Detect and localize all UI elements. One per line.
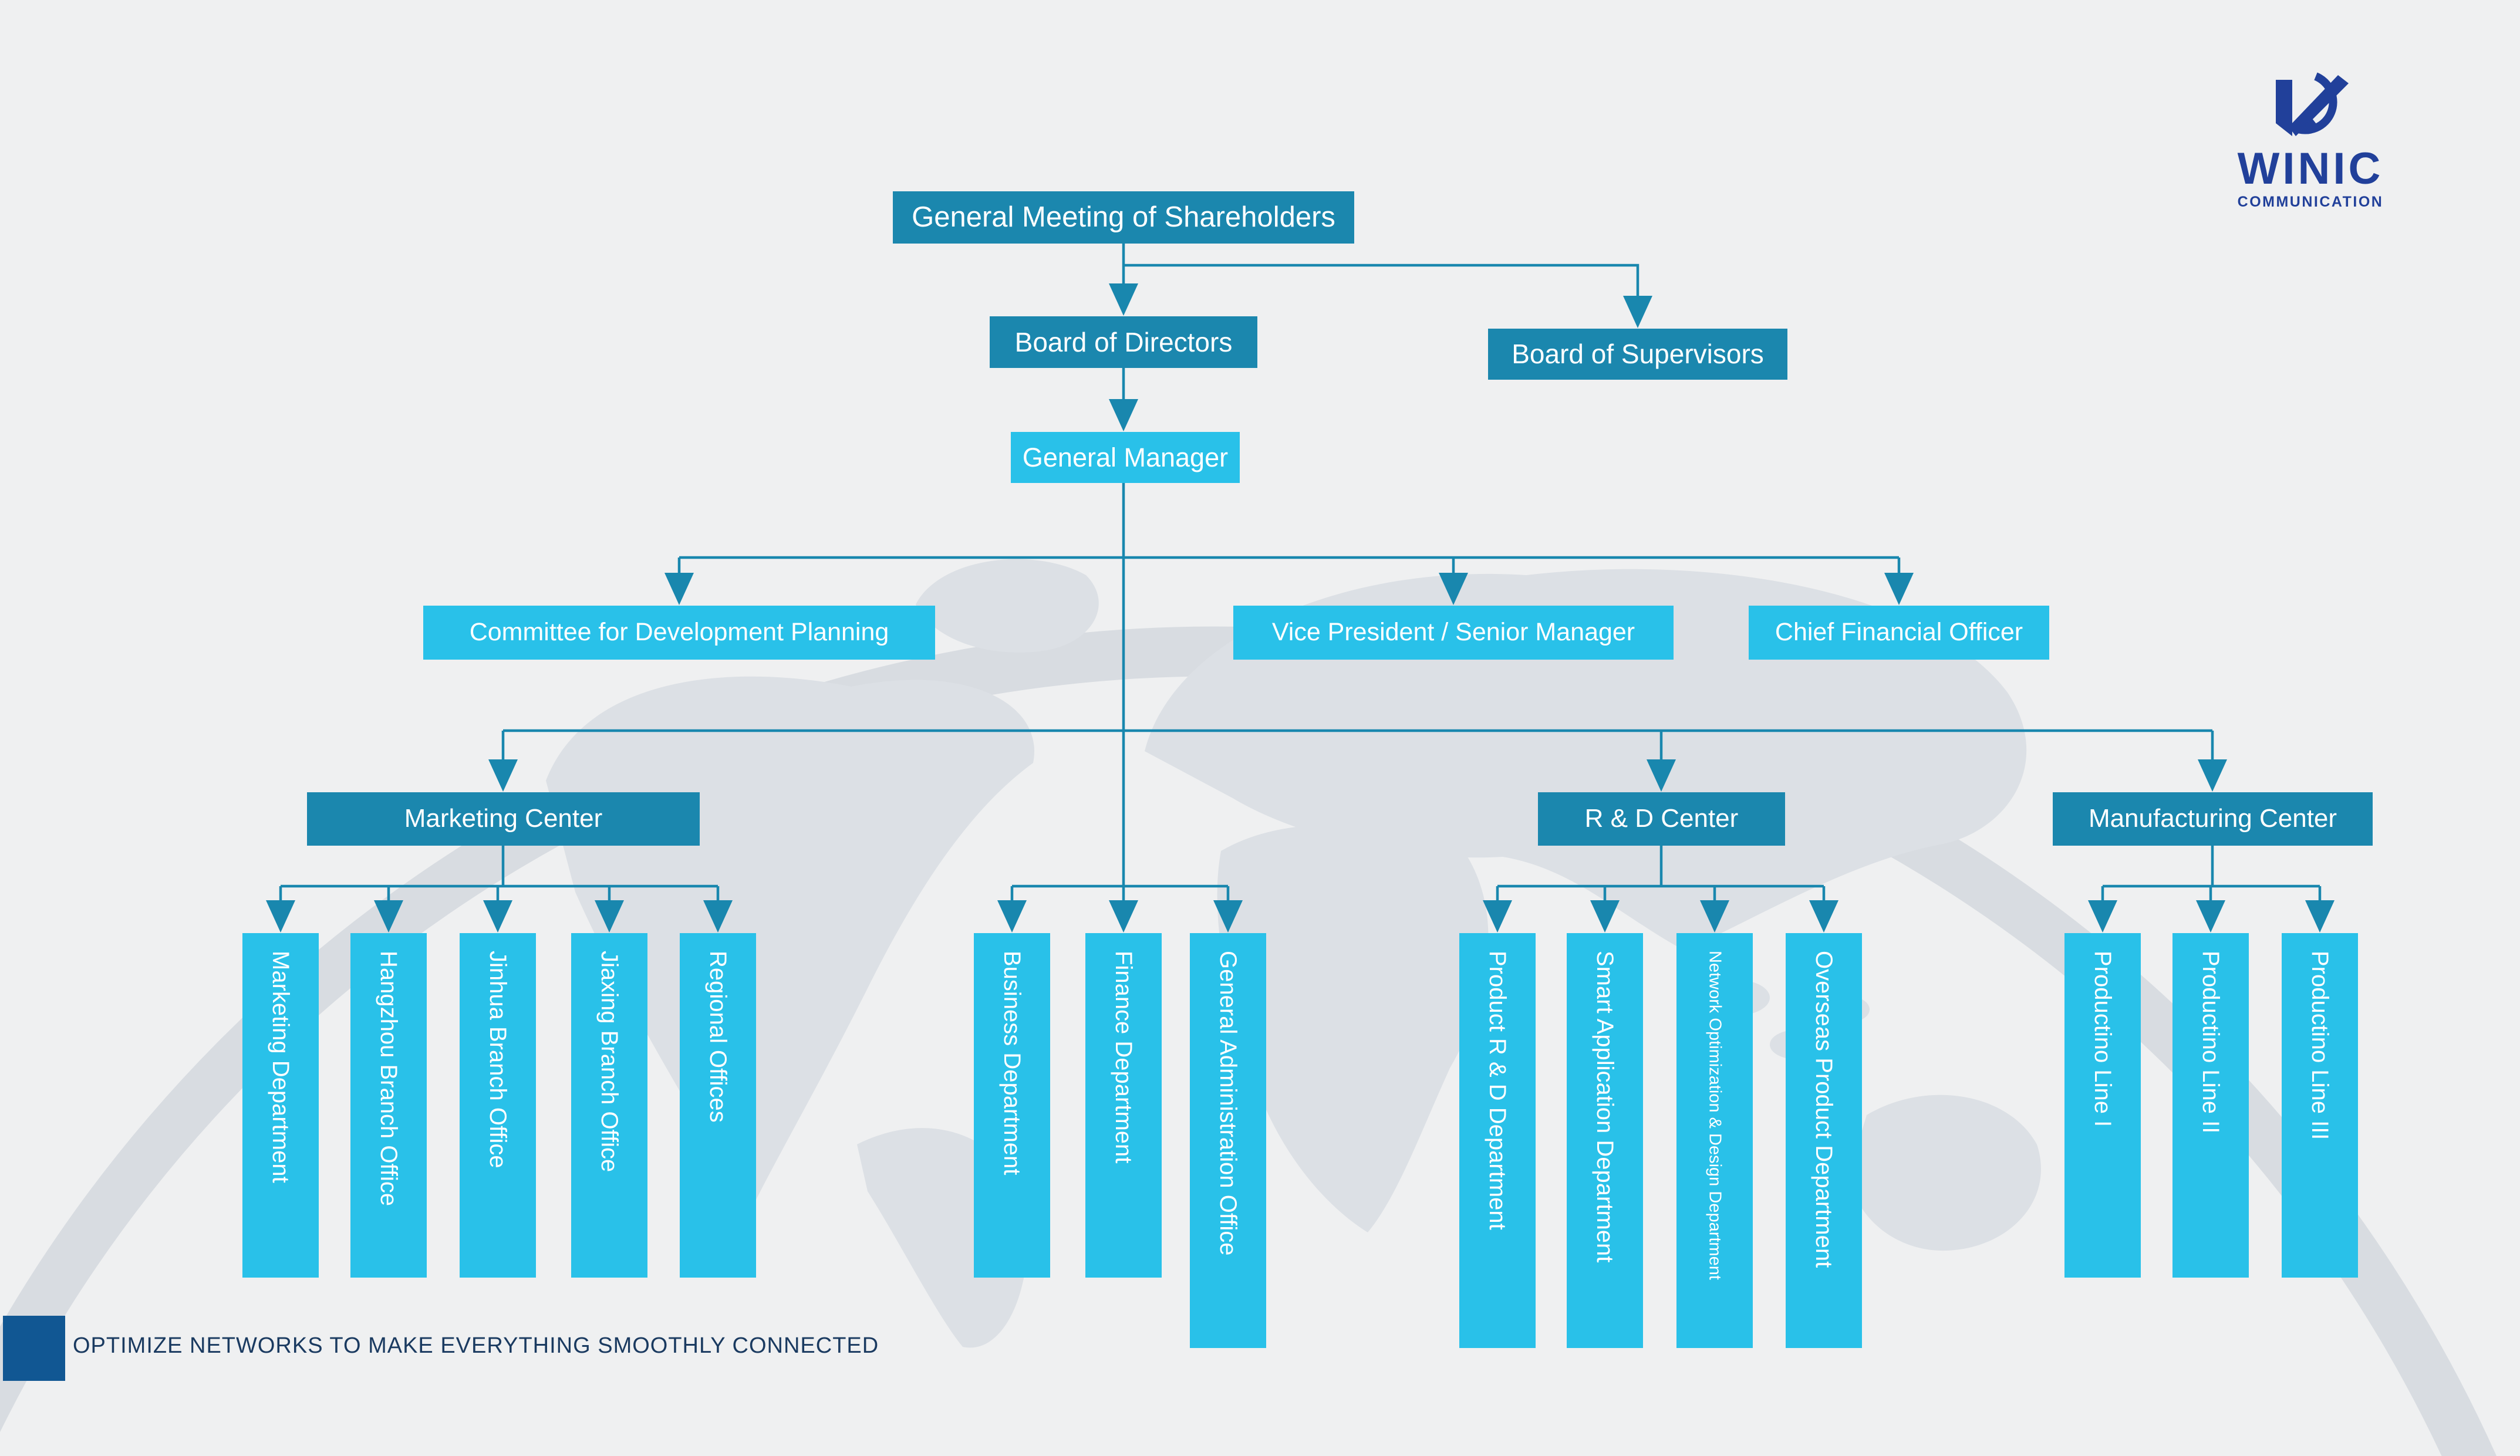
node-label: Productino Line II xyxy=(2198,951,2224,1134)
node-product-rd-department: Product R & D Department xyxy=(1459,933,1536,1348)
node-business-department: Business Department xyxy=(974,933,1050,1278)
node-label: Overseas Product Department xyxy=(1811,951,1837,1268)
node-label: Jinhua Branch Office xyxy=(485,951,511,1168)
node-board-of-directors: Board of Directors xyxy=(990,316,1257,368)
company-logo: WINIC COMMUNICATION xyxy=(2231,70,2390,210)
node-committee-for-development-planning: Committee for Development Planning xyxy=(423,606,935,660)
node-marketing-center: Marketing Center xyxy=(307,792,700,846)
node-general-meeting-of-shareholders: General Meeting of Shareholders xyxy=(893,191,1354,244)
node-label: Regional Offices xyxy=(705,951,731,1123)
node-label: Hangzhou Branch Office xyxy=(376,951,402,1207)
node-board-of-supervisors: Board of Supervisors xyxy=(1488,329,1787,380)
node-production-line-1: Productino Line I xyxy=(2064,933,2141,1278)
node-hangzhou-branch-office: Hangzhou Branch Office xyxy=(350,933,427,1278)
connector xyxy=(1124,264,1652,328)
node-jiaxing-branch-office: Jiaxing Branch Office xyxy=(571,933,647,1278)
node-overseas-product-department: Overseas Product Department xyxy=(1786,933,1862,1348)
node-vice-president-senior-manager: Vice President / Senior Manager xyxy=(1233,606,1674,660)
node-jinhua-branch-office: Jinhua Branch Office xyxy=(460,933,536,1278)
winic-logo-icon xyxy=(2276,72,2349,136)
node-general-administration-office: General Administration Office xyxy=(1190,933,1266,1348)
logo-brand-text: WINIC xyxy=(2237,144,2384,194)
node-network-optimization-design-department: Network Optimization & Design Department xyxy=(1676,933,1753,1348)
node-chief-financial-officer: Chief Financial Officer xyxy=(1749,606,2049,660)
node-regional-offices: Regional Offices xyxy=(680,933,756,1278)
node-label: Product R & D Department xyxy=(1485,951,1510,1230)
tagline-accent-square xyxy=(3,1316,65,1381)
node-label: Productino Line III xyxy=(2307,951,2333,1140)
node-label: Smart Application Department xyxy=(1592,951,1618,1263)
node-general-manager: General Manager xyxy=(1011,432,1240,483)
node-label: Jiaxing Branch Office xyxy=(596,951,622,1173)
node-finance-department: Finance Department xyxy=(1085,933,1162,1278)
node-rd-center: R & D Center xyxy=(1538,792,1785,846)
tagline-text: OPTIMIZE NETWORKS TO MAKE EVERYTHING SMO… xyxy=(73,1333,879,1358)
node-label: General Administration Office xyxy=(1215,951,1241,1256)
node-production-line-2: Productino Line II xyxy=(2172,933,2249,1278)
logo-subtitle-text: COMMUNICATION xyxy=(2237,194,2384,210)
node-label: Productino Line I xyxy=(2090,951,2116,1127)
node-label: Network Optimization & Design Department xyxy=(1705,951,1725,1280)
node-label: Finance Department xyxy=(1111,951,1136,1164)
node-label: Business Department xyxy=(999,951,1025,1175)
node-smart-application-department: Smart Application Department xyxy=(1567,933,1643,1348)
node-label: Marketing Department xyxy=(268,951,294,1183)
node-marketing-department: Marketing Department xyxy=(242,933,319,1278)
node-manufacturing-center: Manufacturing Center xyxy=(2053,792,2373,846)
node-production-line-3: Productino Line III xyxy=(2282,933,2358,1278)
